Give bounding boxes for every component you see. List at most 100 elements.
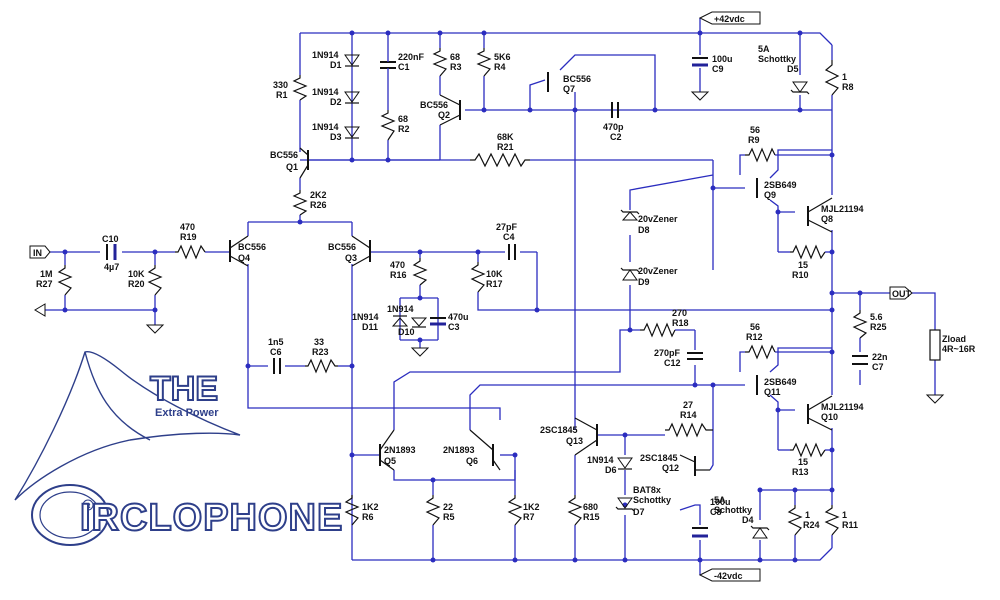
c2-value: 470p xyxy=(603,122,624,132)
r3-value: 68 xyxy=(450,52,460,62)
d5-value2: Schottky xyxy=(758,54,796,64)
registered-mark: R xyxy=(86,503,91,510)
ground-symbols xyxy=(34,91,945,404)
d7-value: BAT8x xyxy=(633,485,661,495)
r17-ref: R17 xyxy=(486,279,503,289)
r6-ref: R6 xyxy=(362,512,374,522)
r4-value: 5K6 xyxy=(494,52,511,62)
q6-value: 2N1893 xyxy=(443,445,475,455)
d1-ref: D1 xyxy=(330,60,342,70)
r24-value: 1 xyxy=(805,510,810,520)
wires xyxy=(45,18,936,575)
q5-value: 2N1893 xyxy=(384,445,416,455)
r7-ref: R7 xyxy=(523,512,535,522)
c3-value: 470u xyxy=(448,312,469,322)
q1-ref: Q1 xyxy=(286,162,298,172)
r4-ref: R4 xyxy=(494,62,506,72)
q3-ref: Q3 xyxy=(345,253,357,263)
r18-value: 270 xyxy=(672,308,687,318)
logo-title-group: THE Extra Power xyxy=(149,369,219,419)
port-vminus-label: -42vdc xyxy=(714,571,743,581)
diode-symbols xyxy=(344,54,810,539)
q3-value: BC556 xyxy=(328,242,356,252)
q13-value: 2SC1845 xyxy=(540,425,578,435)
logo-title: THE xyxy=(150,370,218,408)
component-labels: 330 R1 1N914 D1 1N914 D2 1N914 D3 220nF … xyxy=(36,44,976,530)
port-vminus: -42vdc xyxy=(698,568,761,582)
d2-value: 1N914 xyxy=(312,87,339,97)
r19-value: 470 xyxy=(180,222,195,232)
r11-ref: R11 xyxy=(842,520,858,530)
d6-ref: D6 xyxy=(605,465,617,475)
q10-ref: Q10 xyxy=(821,412,838,422)
r3-ref: R3 xyxy=(450,62,462,72)
r26-ref: R26 xyxy=(310,200,327,210)
r20-value: 10K xyxy=(128,269,145,279)
r1-ref: R1 xyxy=(276,90,288,100)
zload-ref: Zload xyxy=(942,334,966,344)
q12-value: 2SC1845 xyxy=(640,453,678,463)
d9-ref: D9 xyxy=(638,277,650,287)
c10-ref: C10 xyxy=(102,234,119,244)
c10-value: 4µ7 xyxy=(104,262,119,272)
c7-ref: C7 xyxy=(872,362,884,372)
d3-value: 1N914 xyxy=(312,122,339,132)
c8-value: 100u xyxy=(710,497,731,507)
r10-value: 15 xyxy=(798,260,808,270)
port-input-label: IN xyxy=(33,248,42,258)
zload-value: 4R~16R xyxy=(942,344,976,354)
d4-value: 5A xyxy=(714,495,726,505)
r6-value: 1K2 xyxy=(362,502,379,512)
resistor-symbols xyxy=(57,48,941,536)
r10-ref: R10 xyxy=(792,270,809,280)
brand-logo: THE Extra Power R IRCLOPHONE xyxy=(14,351,343,546)
transistor-symbols xyxy=(229,72,833,476)
d11-value: 1N914 xyxy=(352,312,379,322)
d5-ref: D5 xyxy=(787,64,799,74)
d7-ref: D7 xyxy=(633,507,645,517)
d9-value: 20vZener xyxy=(638,266,678,276)
q6-ref: Q6 xyxy=(466,456,478,466)
r9-ref: R9 xyxy=(748,135,760,145)
port-vplus-label: +42vdc xyxy=(714,14,745,24)
d5-value: 5A xyxy=(758,44,770,54)
r8-ref: R8 xyxy=(842,82,854,92)
r25-ref: R25 xyxy=(870,322,887,332)
port-vplus: +42vdc xyxy=(698,11,761,25)
r2-ref: R2 xyxy=(398,124,410,134)
logo-brand: IRCLOPHONE xyxy=(80,497,343,539)
d8-value: 20vZener xyxy=(638,214,678,224)
r24-ref: R24 xyxy=(803,520,820,530)
r16-value: 470 xyxy=(390,260,405,270)
r23-value: 33 xyxy=(314,337,324,347)
r1-value: 330 xyxy=(273,80,288,90)
r14-ref: R14 xyxy=(680,410,697,420)
q7-ref: Q7 xyxy=(563,84,575,94)
d3-ref: D3 xyxy=(330,132,342,142)
junctions xyxy=(62,30,863,563)
q4-ref: Q4 xyxy=(238,253,250,263)
r26-value: 2K2 xyxy=(310,190,327,200)
r18-ref: R18 xyxy=(672,318,689,328)
c4-value: 27pF xyxy=(496,222,518,232)
r8-value: 1 xyxy=(842,72,847,82)
capacitor-symbols xyxy=(106,50,868,538)
q4-value: BC556 xyxy=(238,242,266,252)
r13-ref: R13 xyxy=(792,467,809,477)
logo-subtitle: Extra Power xyxy=(155,407,219,419)
c6-value: 1n5 xyxy=(268,337,284,347)
r12-ref: R12 xyxy=(746,332,763,342)
d7-value2: Schottky xyxy=(633,495,671,505)
q7-value: BC556 xyxy=(563,74,591,84)
c9-ref: C9 xyxy=(712,64,724,74)
q1-value: BC556 xyxy=(270,150,298,160)
port-output: OUT xyxy=(889,286,913,300)
r5-ref: R5 xyxy=(443,512,455,522)
d11-ref: D11 xyxy=(362,322,378,332)
r9-value: 56 xyxy=(750,125,760,135)
r20-ref: R20 xyxy=(128,279,145,289)
q11-value: 2SB649 xyxy=(764,377,797,387)
r7-value: 1K2 xyxy=(523,502,540,512)
r21-ref: R21 xyxy=(497,142,514,152)
